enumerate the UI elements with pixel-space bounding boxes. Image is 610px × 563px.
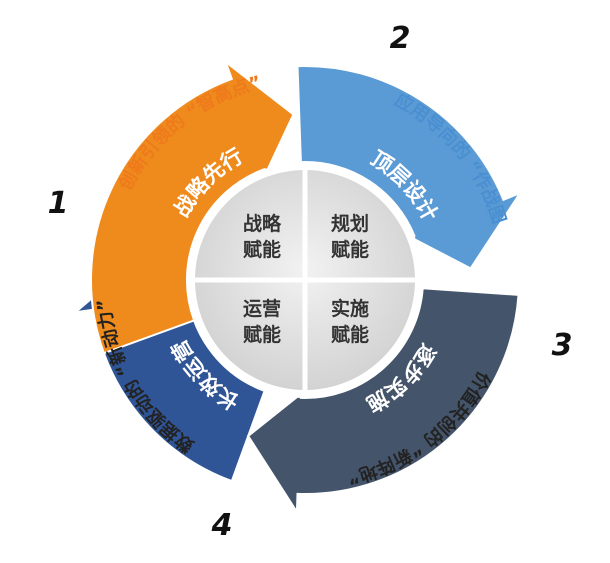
step-3-number: 3: [552, 328, 573, 363]
quadrant-4-line2: 赋能: [331, 323, 369, 346]
quadrant-1-line2: 赋能: [243, 238, 281, 261]
quadrant-1-line1: 战略: [243, 212, 282, 235]
quadrant-3-line2: 赋能: [243, 323, 281, 346]
quadrant-2-line2: 赋能: [331, 238, 369, 261]
quadrant-3-line1: 运营: [243, 297, 281, 320]
cycle-ring: [72, 59, 523, 516]
quadrant-4-line1: 实施: [331, 297, 369, 320]
step-1-number: 1: [48, 186, 69, 221]
step-2-number: 2: [390, 21, 411, 56]
step-4-number: 4: [211, 508, 233, 543]
quadrant-2-line1: 规划: [331, 212, 369, 235]
